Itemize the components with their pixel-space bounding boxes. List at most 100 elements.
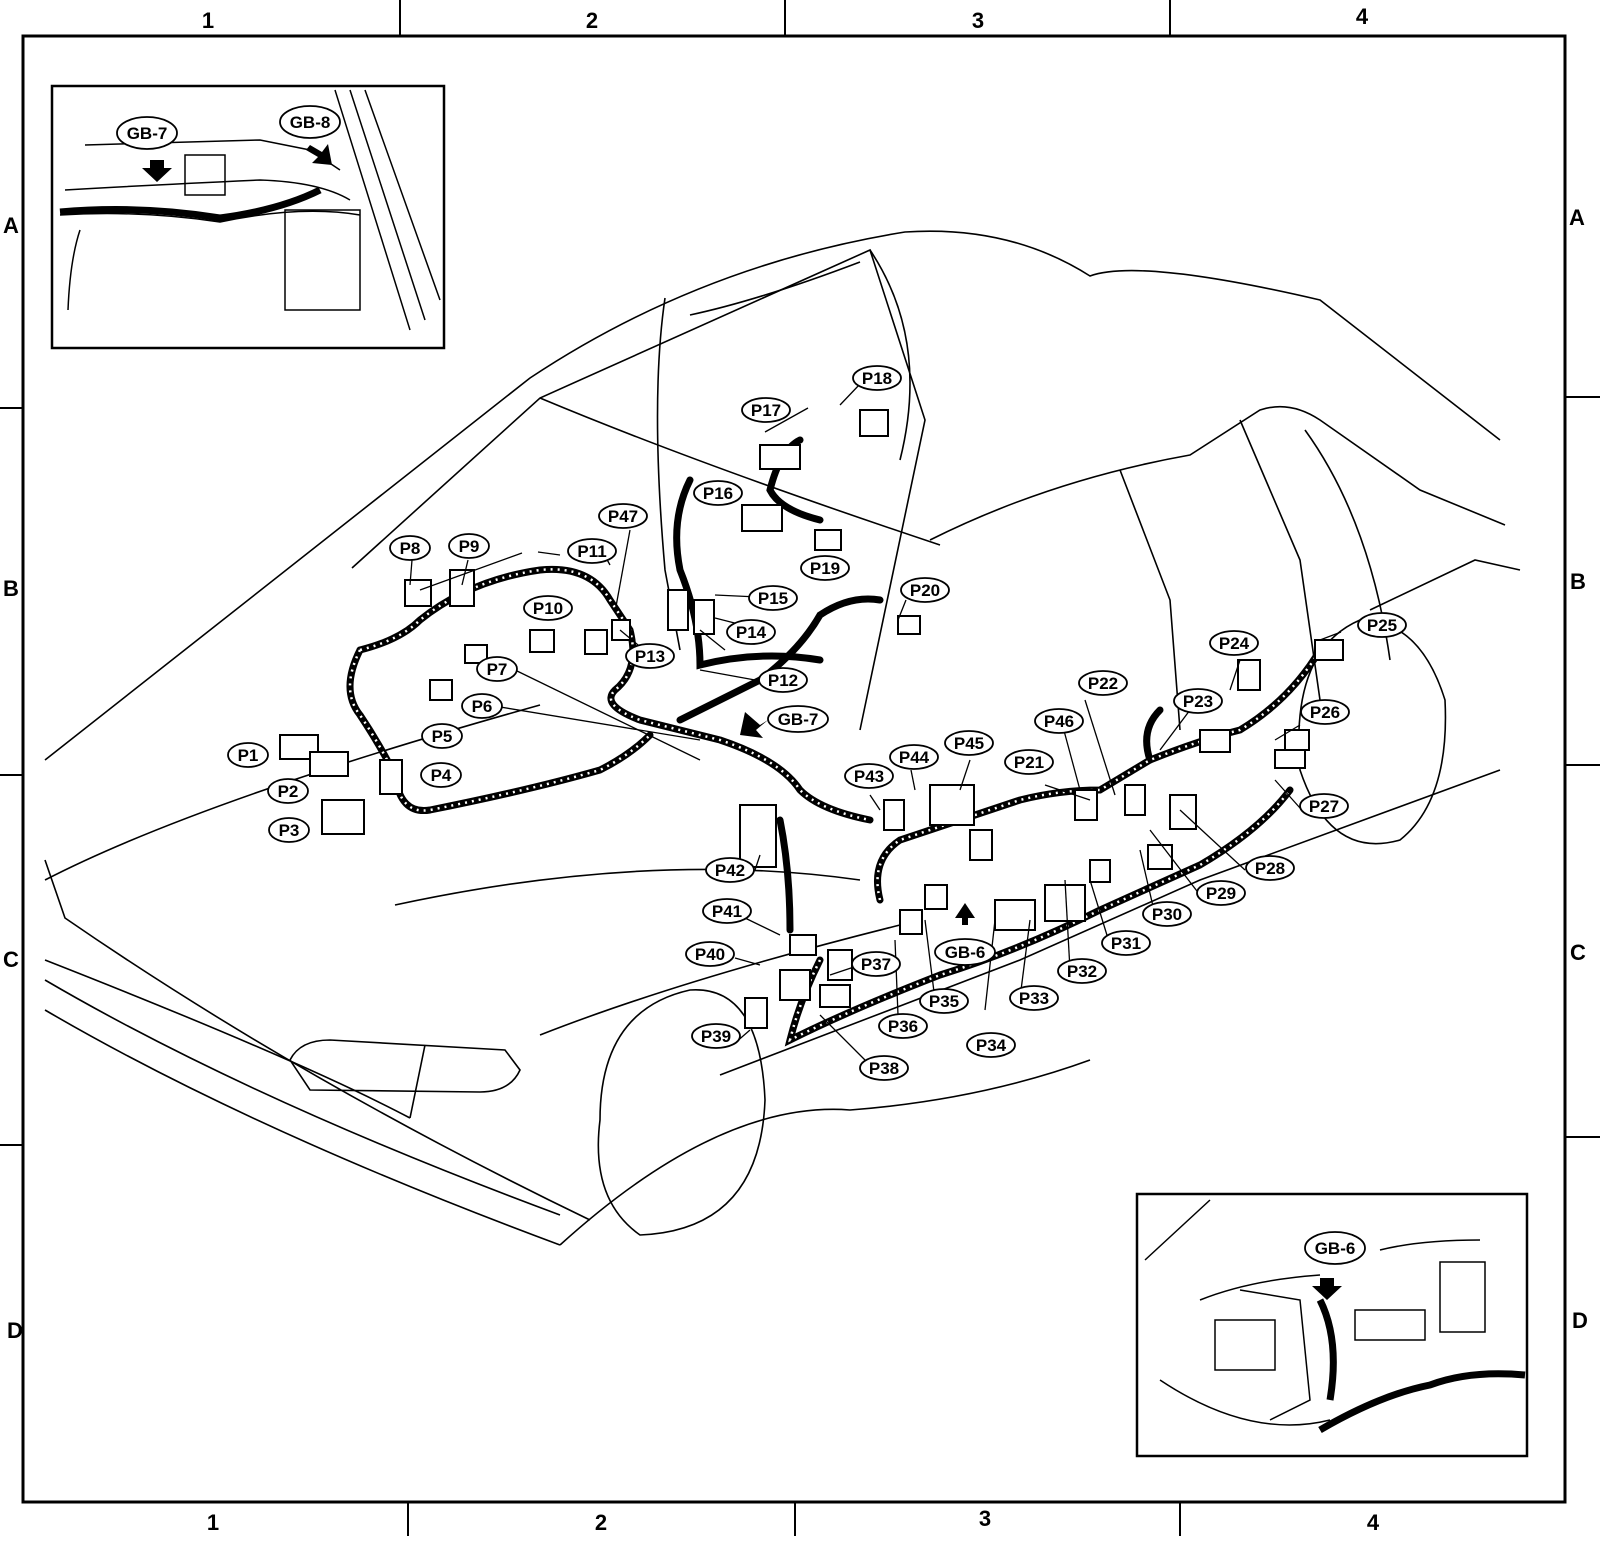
svg-text:P41: P41	[712, 902, 742, 921]
grid-col-bottom-4: 4	[1367, 1510, 1380, 1535]
svg-text:P16: P16	[703, 484, 733, 503]
callout-gb-6-inset: GB-6	[1304, 1231, 1366, 1265]
svg-text:P23: P23	[1183, 692, 1213, 711]
svg-text:P9: P9	[459, 537, 480, 556]
grid-row-left-A: A	[3, 213, 19, 238]
svg-text:P35: P35	[929, 992, 959, 1011]
svg-text:P21: P21	[1014, 753, 1044, 772]
inset-gb7-gb8-sketch	[59, 89, 441, 331]
svg-text:P46: P46	[1044, 712, 1074, 731]
grid-row-right-D: D	[1572, 1308, 1588, 1333]
svg-text:P47: P47	[608, 507, 638, 526]
callout-p31: P31	[1101, 930, 1151, 956]
callout-p43: P43	[844, 763, 894, 789]
ground-arrows	[142, 144, 1342, 1300]
callout-p26: P26	[1300, 699, 1350, 725]
callout-p18: P18	[852, 365, 902, 391]
svg-text:P45: P45	[954, 734, 984, 753]
svg-text:P13: P13	[635, 647, 665, 666]
grid-col-bottom-3: 3	[979, 1506, 991, 1531]
svg-text:P26: P26	[1310, 703, 1340, 722]
callout-p7: P7	[476, 656, 518, 682]
svg-text:P11: P11	[577, 542, 606, 561]
svg-text:P34: P34	[976, 1036, 1007, 1055]
callout-p25: P25	[1357, 612, 1407, 638]
callout-p21: P21	[1004, 749, 1054, 775]
callout-p16: P16	[693, 480, 743, 506]
callout-p24: P24	[1209, 630, 1259, 656]
callout-p10: P10	[523, 595, 573, 621]
callout-p39: P39	[691, 1023, 741, 1049]
callout-p1: P1	[227, 742, 269, 768]
svg-text:P36: P36	[888, 1017, 918, 1036]
callout-p14: P14	[726, 619, 776, 645]
svg-text:P22: P22	[1088, 674, 1118, 693]
svg-text:P4: P4	[431, 766, 452, 785]
callout-bubbles: GB-7 GB-8 GB-6 P1 P2 P3 P4 P5 P6 P7 P8 P…	[116, 105, 1407, 1265]
svg-text:P44: P44	[899, 748, 930, 767]
svg-text:P20: P20	[910, 581, 940, 600]
inset-gb6-sketch	[1144, 1199, 1486, 1426]
grid-row-right-A: A	[1569, 205, 1585, 230]
grid-row-left-C: C	[3, 947, 19, 972]
grid-row-left-D: D	[7, 1318, 23, 1343]
callout-p45: P45	[944, 730, 994, 756]
svg-text:GB-6: GB-6	[945, 943, 986, 962]
callout-p4: P4	[420, 762, 462, 788]
svg-text:P7: P7	[487, 660, 508, 679]
svg-text:P38: P38	[869, 1059, 899, 1078]
svg-text:P5: P5	[432, 727, 453, 746]
grid-col-top-4: 4	[1356, 4, 1369, 29]
svg-text:P31: P31	[1111, 934, 1141, 953]
callout-p32: P32	[1057, 958, 1107, 984]
car-body-outline	[44, 230, 1521, 1246]
grid-col-bottom-1: 1	[207, 1510, 219, 1535]
grid-col-bottom-2: 2	[595, 1510, 607, 1535]
svg-text:P18: P18	[862, 369, 892, 388]
grid-col-top-3: 3	[972, 8, 984, 33]
callout-p12: P12	[758, 667, 808, 693]
inset-gb6-harness	[1316, 1298, 1526, 1434]
callout-gb-6: GB-6	[934, 938, 996, 966]
callout-p40: P40	[685, 941, 735, 967]
callout-p36: P36	[878, 1013, 928, 1039]
callout-p6: P6	[461, 693, 503, 719]
callout-p22: P22	[1078, 670, 1128, 696]
inset-gb7-gb8	[50, 84, 446, 350]
callout-gb-8-inset: GB-8	[279, 105, 341, 139]
svg-text:P33: P33	[1019, 989, 1049, 1008]
callout-p42: P42	[705, 857, 755, 883]
svg-text:P1: P1	[238, 746, 259, 765]
svg-text:P19: P19	[810, 559, 840, 578]
callout-p13: P13	[625, 643, 675, 669]
callout-p17: P17	[741, 397, 791, 423]
callout-p44: P44	[889, 744, 939, 770]
inset-gb7-gb8-harness	[59, 186, 322, 222]
grid-row-right-C: C	[1570, 940, 1586, 965]
callout-gb-7-inset: GB-7	[116, 116, 178, 150]
grid-row-left-B: B	[3, 576, 19, 601]
svg-text:P40: P40	[695, 945, 725, 964]
svg-text:P28: P28	[1255, 859, 1285, 878]
svg-text:P8: P8	[400, 539, 421, 558]
svg-text:GB-8: GB-8	[290, 113, 331, 132]
callout-p15: P15	[748, 585, 798, 611]
inset-gb6	[1135, 1192, 1529, 1458]
svg-text:P30: P30	[1152, 905, 1182, 924]
callout-p11: P11	[567, 538, 617, 564]
grid-row-right-B: B	[1570, 569, 1586, 594]
svg-text:P27: P27	[1309, 797, 1339, 816]
svg-text:P29: P29	[1206, 884, 1236, 903]
callout-p20: P20	[900, 577, 950, 603]
callout-p9: P9	[448, 533, 490, 559]
callout-p27: P27	[1299, 793, 1349, 819]
svg-text:P14: P14	[736, 623, 767, 642]
svg-text:P12: P12	[768, 671, 798, 690]
callout-p23: P23	[1173, 688, 1223, 714]
callout-p46: P46	[1034, 708, 1084, 734]
svg-text:P37: P37	[861, 955, 891, 974]
svg-text:P32: P32	[1067, 962, 1097, 981]
